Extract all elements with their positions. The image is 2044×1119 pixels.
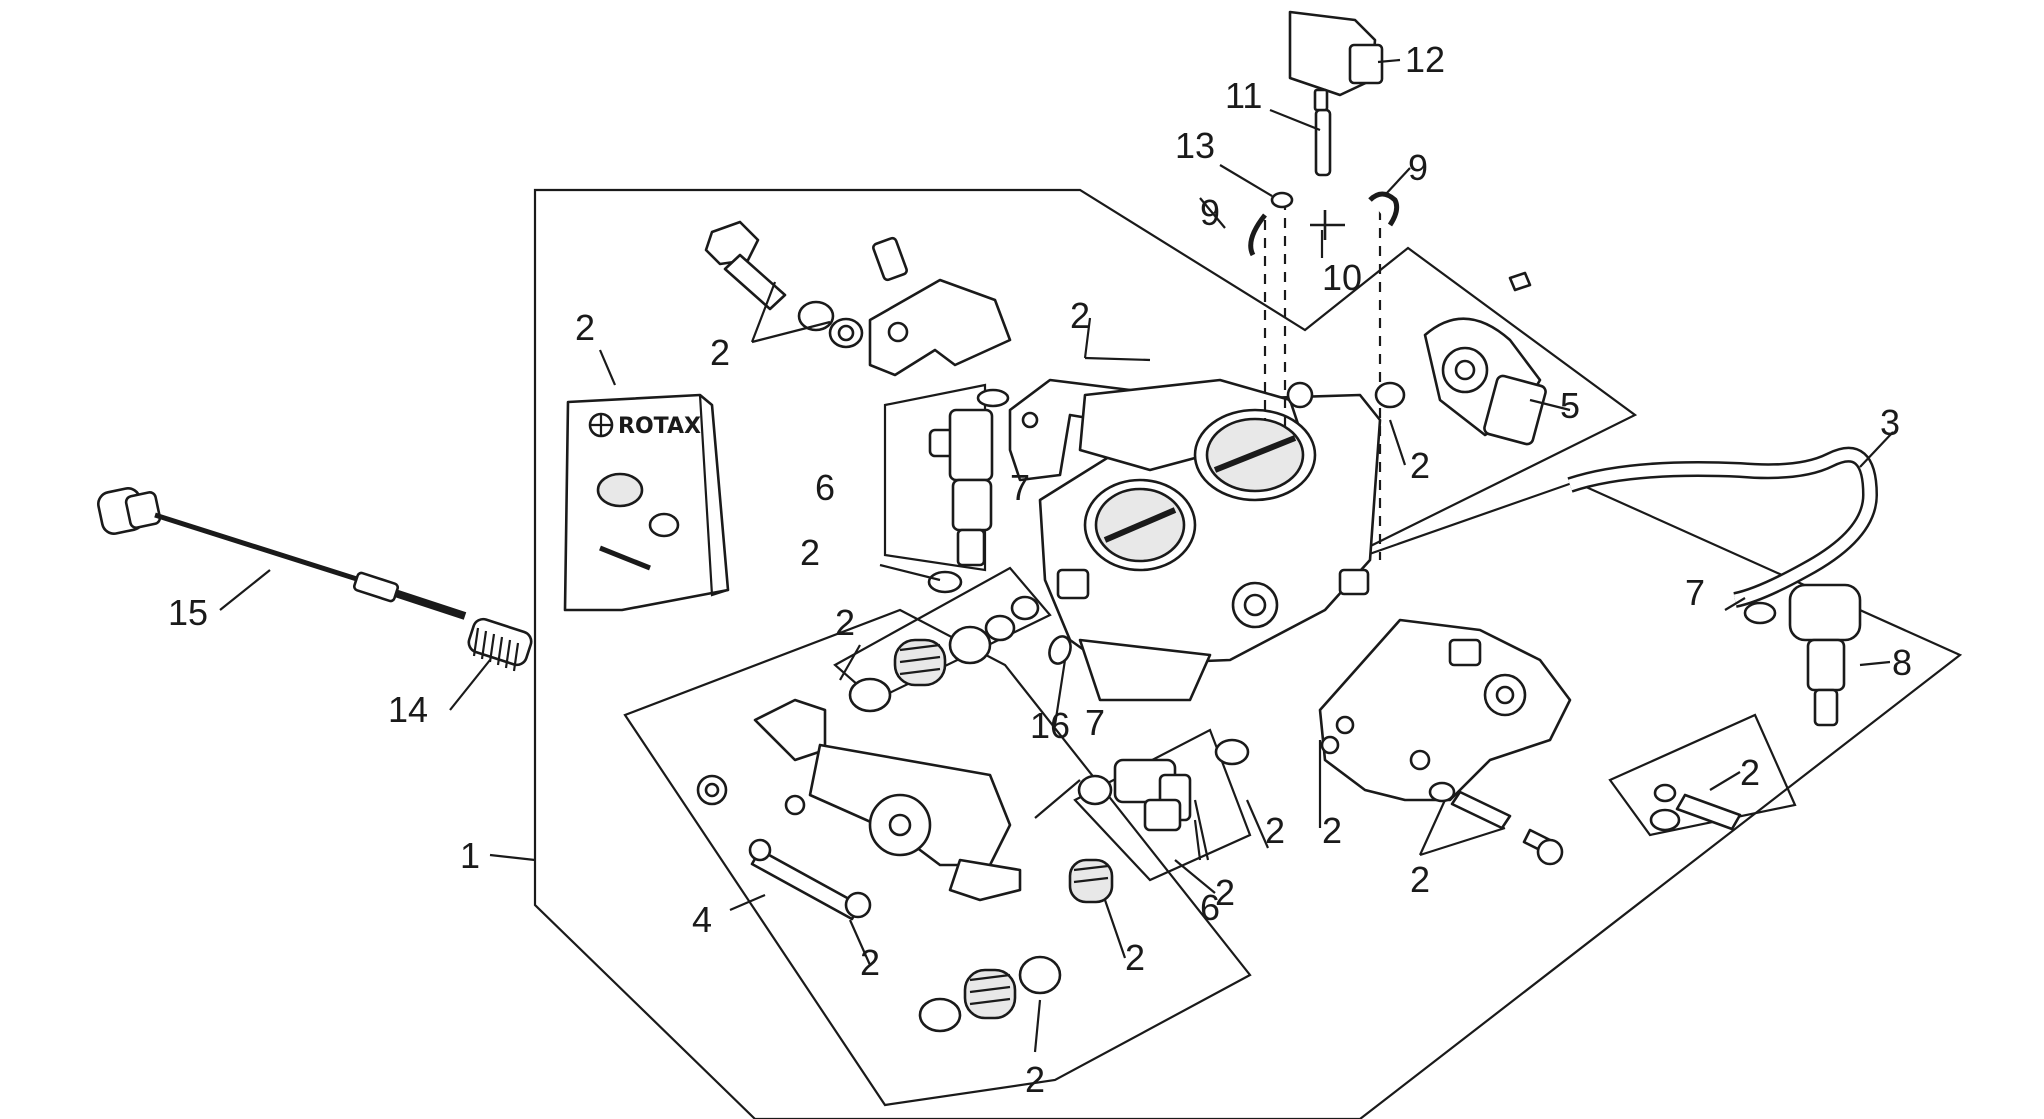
callout-2-bracket: 2 (1070, 295, 1090, 336)
callout-10: 10 (1322, 257, 1362, 298)
callout-2-bolt-washers: 2 (710, 332, 730, 373)
callout-3: 3 (1880, 402, 1900, 443)
callout-2-linkage-rod: 2 (860, 942, 880, 983)
throttle-position-sensor (1374, 271, 1547, 446)
fuel-injector-lower (1048, 635, 1250, 832)
callout-6-upper: 6 (815, 467, 835, 508)
callout-6-lower: 6 (1200, 887, 1220, 928)
upper-spring-kit (848, 595, 1040, 713)
callout-2-idle-screw: 2 (1410, 859, 1430, 900)
callout-14: 14 (388, 689, 428, 730)
main-assembly-outline (533, 188, 1963, 1119)
callout-leader-lines (219, 58, 1894, 1053)
throttle-body-clamp (868, 236, 1012, 377)
callout-13: 13 (1175, 125, 1215, 166)
linkage-group-outline (623, 608, 1252, 1107)
callout-12: 12 (1405, 39, 1445, 80)
callout-1: 1 (460, 835, 480, 876)
callout-9-right: 9 (1408, 147, 1428, 188)
callout-11: 11 (1225, 75, 1262, 116)
callout-2-spring-right: 2 (1125, 937, 1145, 978)
callout-2-casting: 2 (1322, 810, 1342, 851)
brand-label: ROTAX (618, 414, 701, 439)
callout-numbers: 1 2 2 2 2 2 2 2 2 2 2 2 2 2 2 3 4 5 6 6 … (168, 39, 1912, 1100)
banjo-bolt-part (704, 220, 864, 349)
throttle-shaft-part (97, 487, 467, 620)
lower-spring-kit (918, 858, 1114, 1033)
rotax-kit-booklet: ROTAX (563, 393, 730, 612)
vacuum-hose-assembly (1248, 108, 1400, 257)
callout-7-upper: 7 (1010, 467, 1030, 508)
fuel-injector-upper (927, 388, 1010, 594)
callout-2-lower-kit: 2 (1025, 1059, 1045, 1100)
fuel-pressure-regulator (1743, 583, 1862, 727)
alignment-dashed-lines (1263, 200, 1382, 560)
throttle-body-part (1038, 378, 1382, 702)
fuel-hose-part (1567, 446, 1879, 608)
callout-2-spring-kit: 2 (835, 602, 855, 643)
callout-4: 4 (692, 899, 712, 940)
coil-spring-part (467, 617, 533, 672)
map-sensor-part (1288, 10, 1384, 112)
callout-8: 8 (1892, 642, 1912, 683)
callout-2-lower-injector: 2 (1215, 872, 1235, 913)
regulator-screw-outline (1608, 713, 1797, 837)
callout-2-regulator-screw: 2 (1740, 752, 1760, 793)
callout-7-lower: 7 (1085, 702, 1105, 743)
callout-2-rotax-kit: 2 (575, 307, 595, 348)
secondary-casting-part (1318, 618, 1572, 802)
callout-5: 5 (1560, 385, 1580, 426)
callout-9-left: 9 (1200, 192, 1220, 233)
callout-2-injector-seal: 2 (800, 532, 820, 573)
idle-screw-set (1428, 781, 1564, 866)
callout-16: 16 (1030, 705, 1070, 746)
injector-group-outline-lower (1073, 728, 1252, 882)
injector-group-outline-upper (883, 383, 987, 572)
callout-15: 15 (168, 592, 208, 633)
regulator-screw-set (1649, 783, 1742, 832)
callout-7-regulator: 7 (1685, 572, 1705, 613)
callout-2-tps-oring: 2 (1410, 445, 1430, 486)
throttle-linkage-part (696, 698, 1022, 921)
callout-2-lower-oring: 2 (1265, 810, 1285, 851)
